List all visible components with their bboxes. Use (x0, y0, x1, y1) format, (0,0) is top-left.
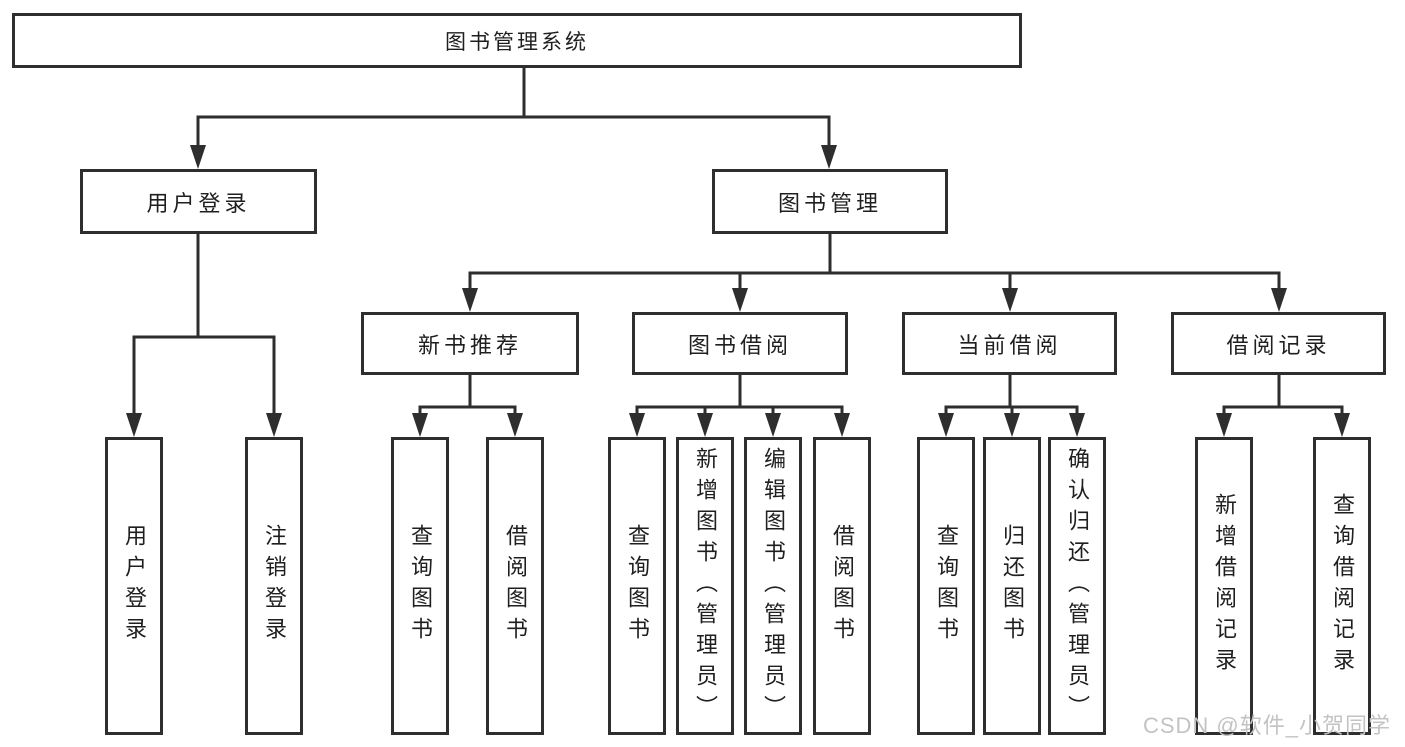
node-new-book-recommend: 新书推荐 (361, 312, 579, 375)
node-borrow-records: 借阅记录 (1171, 312, 1386, 375)
node-user-login-leaf: 用户登录 (105, 437, 163, 735)
node-query-books-recommend: 查询图书 (391, 437, 449, 735)
node-query-borrow-record: 查询借阅记录 (1313, 437, 1371, 735)
node-logout-leaf: 注销登录 (245, 437, 303, 735)
connector-book-management-to-level3 (462, 234, 1287, 312)
node-add-borrow-record: 新增借阅记录 (1195, 437, 1253, 735)
node-user-login: 用户登录 (80, 169, 317, 234)
node-borrow-books-recommend: 借阅图书 (486, 437, 544, 735)
node-book-management: 图书管理 (712, 169, 948, 234)
connector-new-book-to-children (412, 375, 523, 437)
connector-current-borrow-to-children (938, 375, 1085, 437)
node-query-books-current: 查询图书 (917, 437, 975, 735)
connector-borrow-records-to-children (1216, 375, 1350, 437)
node-query-books-borrow: 查询图书 (608, 437, 666, 735)
node-root: 图书管理系统 (12, 13, 1022, 68)
connector-book-borrow-to-children (629, 375, 850, 437)
node-current-borrow: 当前借阅 (902, 312, 1117, 375)
node-book-borrow: 图书借阅 (632, 312, 848, 375)
node-borrow-books-leaf: 借阅图书 (813, 437, 871, 735)
csdn-watermark: CSDN @软件_小贺同学 (1142, 713, 1391, 738)
connector-user-login-to-children (126, 234, 282, 437)
node-edit-book-admin: 编辑图书（管理员） (744, 437, 802, 735)
node-return-book: 归还图书 (983, 437, 1041, 735)
node-confirm-return-admin: 确认归还（管理员） (1048, 437, 1106, 735)
connector-root-to-level2 (190, 68, 837, 169)
node-add-book-admin: 新增图书（管理员） (676, 437, 734, 735)
